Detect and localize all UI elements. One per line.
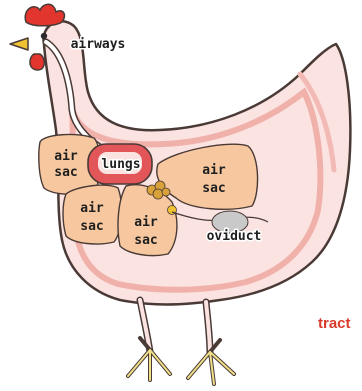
label-air-sac-right-line1: air: [202, 163, 226, 178]
label-air-sac-center-line1: air: [134, 215, 158, 230]
label-air-sac-lower-left-line2: sac: [80, 219, 103, 234]
label-air-sac-upper-left-line2: sac: [54, 165, 77, 180]
label-air-sac-right-line2: sac: [202, 181, 225, 196]
foot-left-fill: [128, 350, 170, 380]
label-air-sac-center-line2: sac: [134, 233, 157, 248]
label-airways: airways: [71, 37, 126, 52]
corner-word-tract: tract: [318, 315, 351, 332]
eye: [41, 33, 47, 39]
label-lungs: lungs: [101, 157, 140, 172]
comb: [25, 4, 64, 26]
beak: [10, 38, 28, 50]
label-oviduct: oviduct: [207, 229, 262, 244]
label-air-sac-lower-left-line1: air: [80, 201, 104, 216]
wattle: [30, 54, 44, 70]
label-air-sac-upper-left-line1: air: [54, 149, 78, 164]
